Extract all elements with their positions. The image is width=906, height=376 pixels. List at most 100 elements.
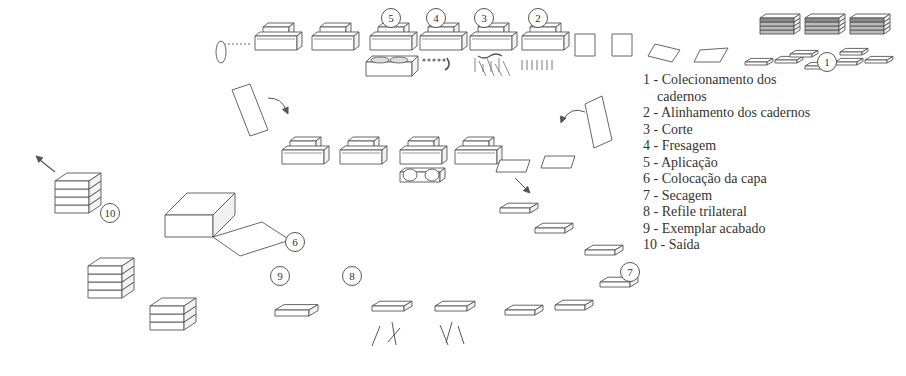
loose-signature — [767, 58, 773, 65]
flat-book — [565, 223, 573, 233]
signature-stack — [884, 14, 890, 22]
callout-circle: 1 — [817, 52, 837, 72]
signature-stack — [850, 18, 884, 22]
trimming-knife — [446, 322, 452, 343]
loose-signature — [835, 62, 857, 65]
finished-book — [309, 305, 318, 316]
binding-clamp — [324, 146, 329, 164]
covered-book — [496, 160, 530, 172]
cover-press — [440, 168, 445, 182]
loose-signature — [840, 52, 862, 55]
flat-book — [535, 228, 565, 233]
clamp-detail — [472, 39, 510, 40]
flat-book — [535, 305, 543, 315]
milling-cutter — [445, 58, 449, 70]
callout-number: 3 — [481, 13, 487, 24]
binding-clamp — [400, 146, 447, 150]
flow-arrow — [268, 98, 286, 110]
exit-stack — [88, 290, 122, 298]
signature-stack — [760, 14, 800, 18]
loose-signature — [812, 50, 818, 57]
step-label: 9 - Exemplar acabado — [643, 221, 813, 238]
clamp-detail — [342, 153, 380, 154]
callout-number: 1 — [824, 57, 830, 68]
loose-signature — [857, 58, 863, 65]
callout-number: 8 — [349, 271, 355, 282]
binding-clamp — [354, 32, 359, 50]
flat-book — [530, 203, 538, 213]
flat-book — [505, 310, 535, 315]
binding-clamp — [255, 32, 302, 36]
signature-stack — [850, 30, 884, 34]
loose-signature — [745, 62, 767, 65]
exit-stack — [150, 314, 184, 322]
signature-stack — [850, 22, 884, 26]
exit-stack — [88, 274, 122, 282]
milling-teeth — [432, 58, 435, 61]
flat-book — [600, 282, 630, 287]
signature-stack — [760, 18, 794, 22]
signature-stack — [805, 26, 839, 30]
clamp-detail — [457, 153, 495, 154]
binding-clamp — [470, 36, 512, 50]
binding-clamp — [370, 36, 412, 50]
callout-number: 7 — [627, 267, 633, 278]
flat-book — [615, 245, 623, 255]
cutting-knife — [478, 54, 502, 58]
step-label: 6 - Colocação da capa — [643, 171, 813, 188]
step-label: 10 - Saída — [643, 237, 813, 254]
exit-stack — [88, 266, 122, 274]
flow-arrowhead — [283, 107, 289, 114]
jogger-plate — [522, 60, 523, 70]
binding-clamp — [412, 32, 417, 50]
binding-clamp — [255, 36, 297, 50]
book-with-cover — [165, 215, 213, 237]
callout-circle: 7 — [620, 262, 640, 282]
binding-clamp — [312, 32, 359, 36]
milling-teeth — [422, 58, 425, 61]
trimming-knife — [388, 328, 400, 342]
signature-stack — [805, 14, 845, 18]
flat-book — [500, 208, 530, 213]
jogger-plate — [542, 60, 543, 70]
callout-circle: 2 — [528, 8, 548, 28]
clamp-detail — [372, 39, 410, 40]
callout-number: 10 — [105, 208, 116, 219]
clamp-detail — [284, 153, 322, 154]
signature-stack — [850, 26, 884, 30]
signature-stack — [805, 30, 839, 34]
binding-clamp — [282, 146, 329, 150]
flow-arrow — [40, 160, 55, 172]
callout-number: 5 — [388, 13, 394, 24]
binding-clamp — [297, 32, 302, 50]
signature-stack — [805, 18, 839, 22]
binding-clamp — [522, 36, 564, 50]
flat-book — [585, 250, 615, 255]
binding-clamp — [370, 32, 417, 36]
glue-applicator — [366, 62, 412, 76]
jogger-plate — [537, 60, 538, 70]
cutting-chip — [479, 61, 486, 76]
book-with-cover — [213, 193, 235, 237]
binding-clamp — [455, 146, 502, 150]
signature-stack — [760, 30, 794, 34]
binding-clamp — [340, 150, 382, 164]
binding-clamp — [442, 146, 447, 164]
cover-sheet — [232, 84, 268, 136]
binding-clamp — [462, 32, 467, 50]
cutting-chip — [503, 61, 510, 76]
binding-clamp — [522, 32, 569, 36]
binding-clamp — [312, 36, 354, 50]
binding-clamp — [420, 32, 467, 36]
flow-arrowhead — [36, 156, 43, 162]
binding-clamp — [282, 150, 324, 164]
flow-arrow — [563, 110, 585, 120]
feeding-signature — [612, 34, 632, 56]
exit-stack — [55, 189, 89, 197]
binding-clamp — [382, 146, 387, 164]
glue-roller — [390, 57, 408, 63]
loose-signature — [862, 48, 868, 55]
